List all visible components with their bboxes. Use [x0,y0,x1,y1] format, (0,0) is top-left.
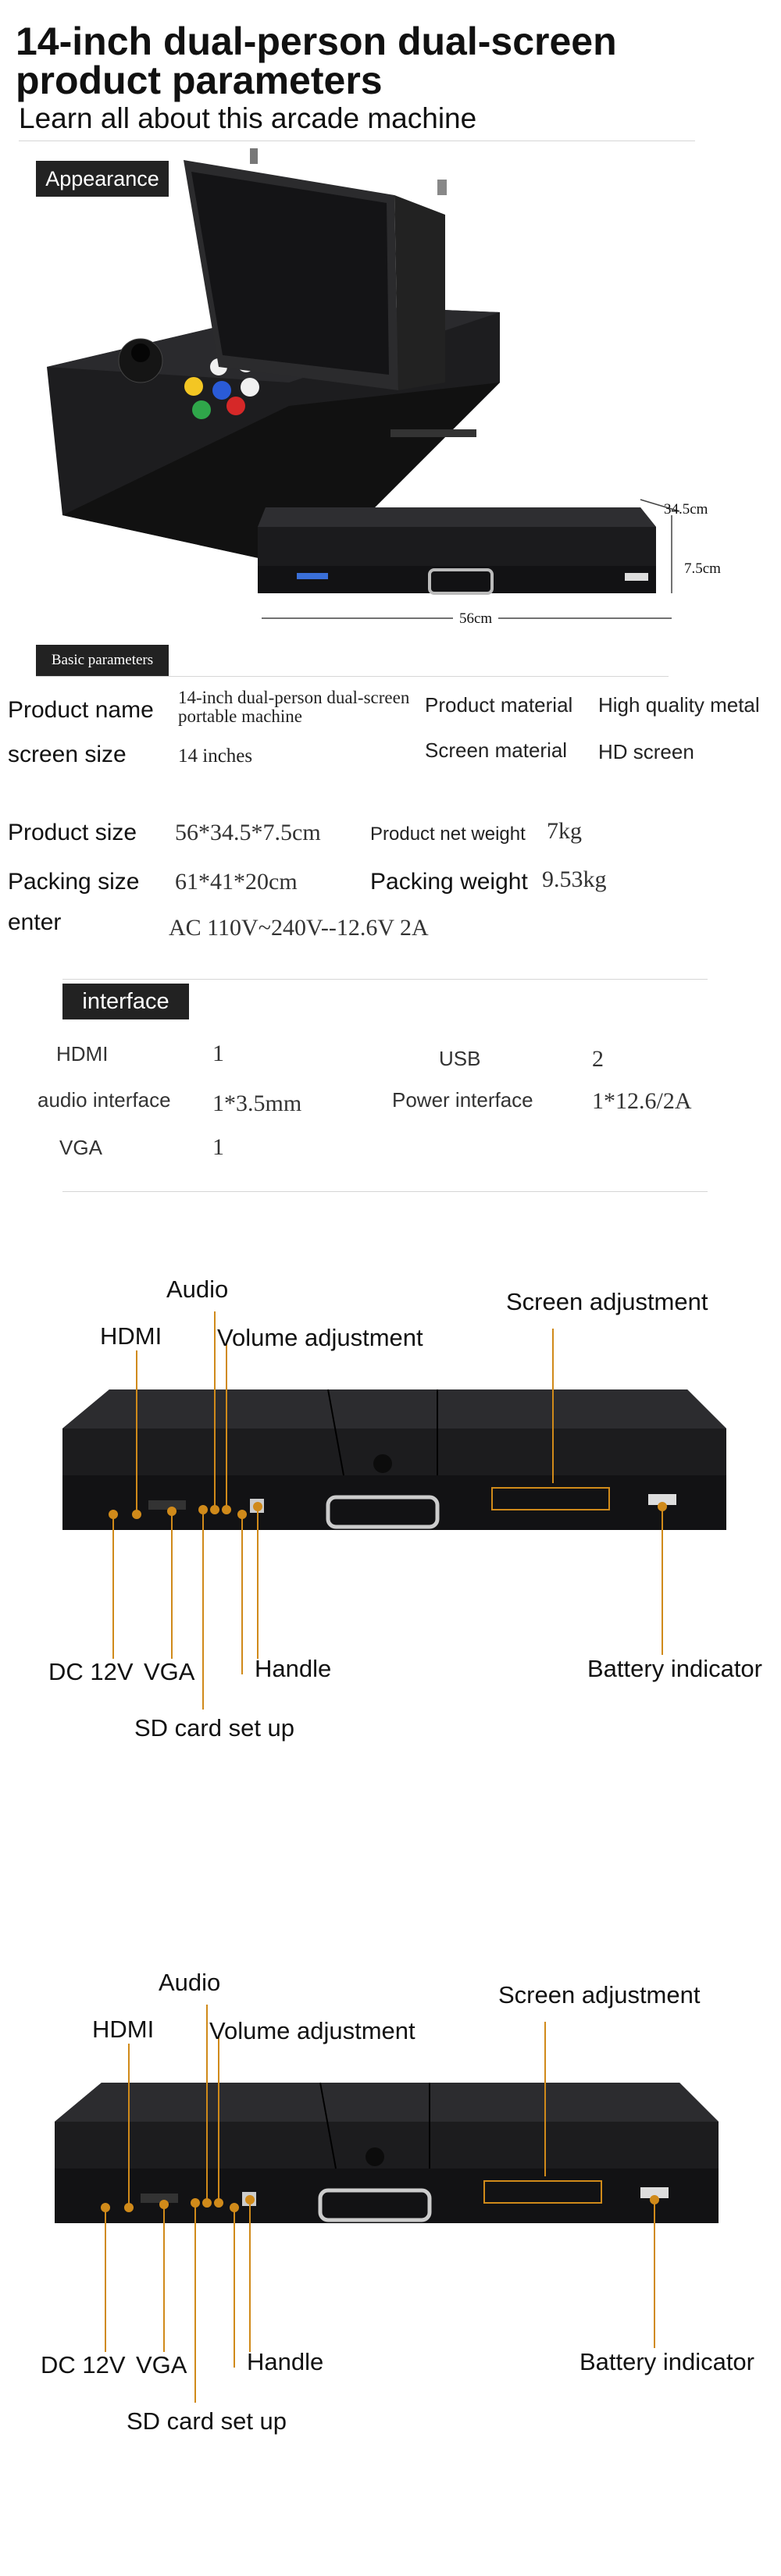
hdmi-value: 1 [212,1041,224,1066]
dc-callout: DC 12V [48,1658,134,1685]
enter-label: enter [8,909,62,935]
screen-material-label: Screen material [425,738,568,762]
audio-interface-value: 1*3.5mm [212,1091,302,1116]
arcade-machine-photo [47,148,500,570]
power-interface-value: 1*12.6/2A [592,1088,692,1114]
usb-label: USB [439,1047,481,1070]
hdmi-label: HDMI [56,1042,109,1066]
screen-size-label: screen size [8,742,127,767]
port-diagram-2 [55,2005,719,2403]
depth-dimension: 34.5cm [664,501,708,518]
folded-device-photo [258,507,656,595]
usb-value: 2 [592,1046,604,1072]
product-material-label: Product material [425,693,573,717]
vga-label: VGA [59,1136,102,1159]
net-weight-label: Product net weight [370,824,526,845]
packing-weight-label: Packing weight [370,869,528,895]
dc-callout: DC 12V [41,2351,126,2379]
power-interface-label: Power interface [392,1088,533,1112]
sd-callout: SD card set up [127,2407,287,2435]
product-size-label: Product size [8,820,137,845]
handle-callout: Handle [247,2348,324,2375]
vga-value: 1 [212,1134,224,1160]
enter-value: AC 110V~240V--12.6V 2A [169,915,429,941]
product-material-value: High quality metal [598,693,760,717]
basic-parameters-tag: Basic parameters [36,645,169,676]
divider [62,1191,708,1192]
appearance-tag: Appearance [36,161,169,197]
dimension-lines [262,499,680,619]
screen-adjustment-callout: Screen adjustment [498,1981,701,2008]
net-weight-value: 7kg [547,818,582,844]
height-dimension: 7.5cm [684,560,721,577]
battery-callout: Battery indicator [587,1655,762,1682]
divider [62,979,708,980]
volume-callout: Volume adjustment [217,1324,423,1351]
volume-callout: Volume adjustment [209,2017,415,2044]
width-dimension: 56cm [453,610,499,628]
hdmi-callout: HDMI [100,1322,162,1350]
packing-weight-value: 9.53kg [542,866,607,892]
product-name-label: Product name [8,697,154,723]
page-subtitle: Learn all about this arcade machine [19,102,477,134]
screen-size-value: 14 inches [178,745,253,767]
vga-callout: VGA [136,2351,187,2379]
hdmi-callout: HDMI [92,2016,155,2043]
product-name-value: 14-inch dual-person dual-screen portable… [178,688,410,726]
port-diagram-1 [62,1311,726,1710]
sd-callout: SD card set up [134,1714,295,1742]
battery-callout: Battery indicator [580,2348,754,2375]
product-size-value: 56*34.5*7.5cm [175,820,321,845]
screen-material-value: HD screen [598,740,694,763]
page-title: 14-inch dual-person dual-screen product … [16,20,617,102]
packing-size-value: 61*41*20cm [175,869,298,895]
screen-adjustment-callout: Screen adjustment [506,1288,708,1315]
audio-callout: Audio [159,1969,221,1996]
audio-interface-label: audio interface [37,1088,171,1112]
interface-tag: interface [62,984,189,1019]
packing-size-label: Packing size [8,869,140,895]
audio-callout: Audio [166,1276,229,1303]
vga-callout: VGA [144,1658,195,1685]
handle-callout: Handle [255,1655,332,1682]
divider [36,676,669,677]
